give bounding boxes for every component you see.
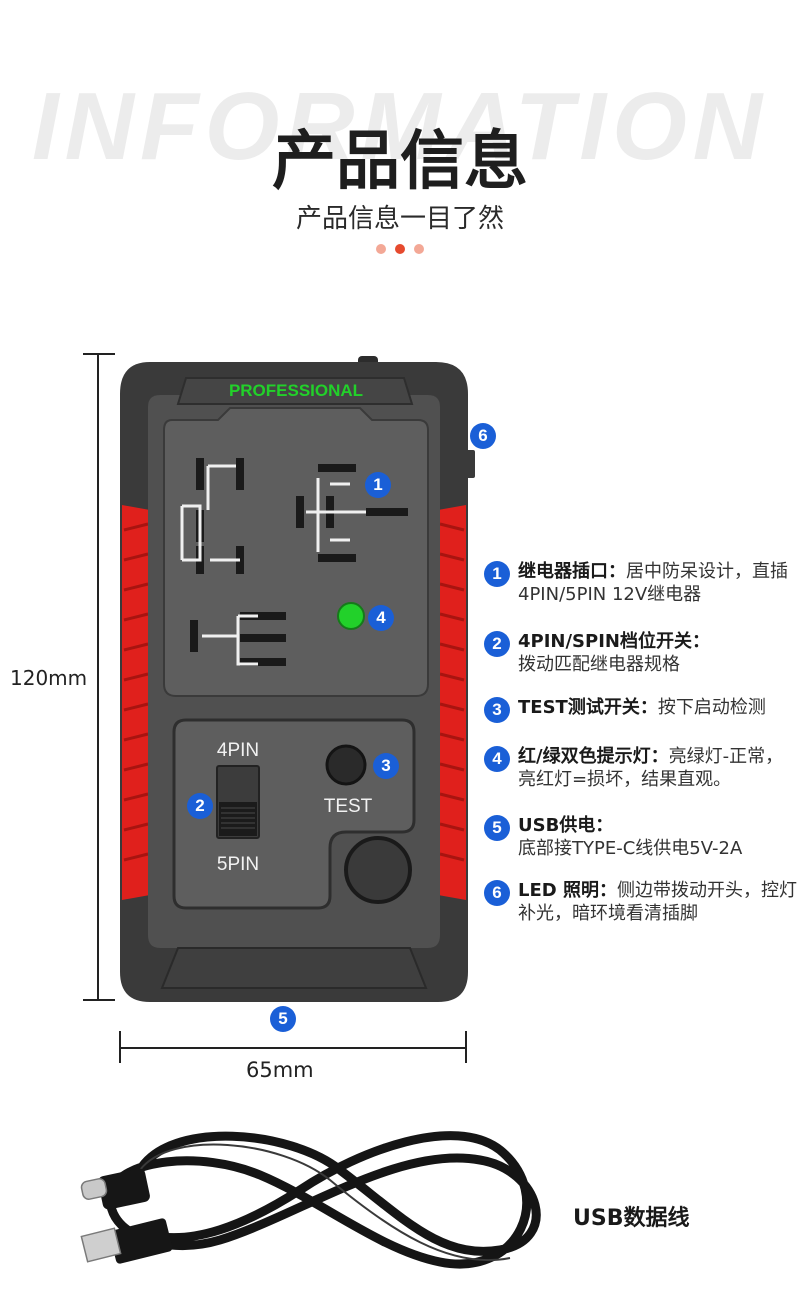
brand-strip bbox=[176, 377, 414, 405]
spec-desc: 底部接TYPE-C线供电5V-2A bbox=[518, 838, 743, 859]
right-red-grip bbox=[438, 505, 466, 900]
switch-bottom-label: 5PIN bbox=[217, 854, 259, 875]
housing-outer bbox=[120, 362, 468, 1002]
height-dimension-cap-bottom bbox=[83, 999, 115, 1001]
height-dimension-cap-top bbox=[83, 353, 115, 355]
spec-item-6: 6 LED 照明：侧边带拨动开头，控灯补光，暗环境看清插脚 bbox=[484, 879, 800, 925]
top-nub bbox=[358, 356, 378, 370]
spec-item-3: 3 TEST测试开关：按下启动检测 bbox=[484, 696, 800, 723]
usb-a-connector-housing bbox=[109, 1218, 173, 1264]
type-c-plug bbox=[80, 1178, 108, 1200]
width-dimension-label: 65mm bbox=[246, 1058, 314, 1082]
watermark-text: INFORMATION bbox=[31, 73, 769, 180]
width-dimension-cap-left bbox=[119, 1031, 121, 1063]
spec-title: USB供电： bbox=[518, 815, 614, 836]
callout-badge-1: 1 bbox=[365, 472, 391, 498]
switch-top-label: 4PIN bbox=[217, 740, 259, 761]
relay-socket-panel bbox=[163, 407, 429, 697]
page-title: 产品信息 bbox=[272, 125, 528, 199]
relay-socket-center bbox=[296, 464, 408, 562]
spec-desc: 侧边带拨动开头，控灯补光，暗环境看清插脚 bbox=[518, 880, 797, 924]
spec-desc: 亮绿灯-正常，亮红灯=损坏，结果直观。 bbox=[518, 746, 784, 790]
usb-cable-image bbox=[80, 1131, 541, 1269]
spec-item-4: 4 红/绿双色提示灯：亮绿灯-正常，亮红灯=损坏，结果直观。 bbox=[484, 745, 800, 791]
callout-badge-4: 4 bbox=[368, 605, 394, 631]
spec-title: 4PIN/SPIN档位开关： bbox=[518, 631, 710, 652]
callout-badge-6: 6 bbox=[470, 423, 496, 449]
brand-label: PROFESSIONAL bbox=[229, 381, 363, 400]
callout-badge-2: 2 bbox=[187, 793, 213, 819]
height-dimension-label: 120mm bbox=[10, 666, 88, 690]
relay-socket-bottom bbox=[190, 612, 286, 666]
type-c-connector-housing bbox=[98, 1168, 150, 1210]
power-button[interactable] bbox=[344, 836, 412, 904]
spec-title: 红/绿双色提示灯： bbox=[518, 746, 669, 767]
spec-title: 继电器插口： bbox=[518, 561, 626, 582]
spec-badge: 5 bbox=[484, 815, 510, 841]
spec-desc: 按下启动检测 bbox=[657, 697, 766, 718]
spec-badge: 6 bbox=[484, 880, 510, 906]
height-dimension-line bbox=[97, 353, 99, 1001]
status-led bbox=[337, 602, 365, 630]
test-label: TEST bbox=[324, 796, 373, 817]
spec-badge: 2 bbox=[484, 631, 510, 657]
decorative-dots bbox=[376, 244, 424, 256]
page-subtitle: 产品信息一目了然 bbox=[295, 204, 504, 234]
callout-badge-3: 3 bbox=[373, 753, 399, 779]
test-button[interactable] bbox=[325, 744, 367, 786]
spec-badge: 3 bbox=[484, 697, 510, 723]
width-dimension-cap-right bbox=[465, 1031, 467, 1063]
relay-socket-left bbox=[180, 458, 244, 574]
spec-badge: 1 bbox=[484, 561, 510, 587]
callout-badge-5: 5 bbox=[270, 1006, 296, 1032]
left-red-grip bbox=[122, 505, 150, 900]
spec-desc: 拨动匹配继电器规格 bbox=[518, 654, 680, 675]
pin-selector-switch[interactable] bbox=[219, 802, 257, 836]
spec-item-2: 2 4PIN/SPIN档位开关：拨动匹配继电器规格 bbox=[484, 630, 800, 676]
spec-item-5: 5 USB供电：底部接TYPE-C线供电5V-2A bbox=[484, 814, 800, 860]
spec-desc: 居中防呆设计，直插4PIN/5PIN 12V继电器 bbox=[518, 561, 788, 605]
led-slide-switch bbox=[465, 450, 475, 478]
usb-a-plug bbox=[80, 1227, 122, 1263]
usb-cable-label: USB数据线 bbox=[573, 1206, 690, 1231]
width-dimension-line bbox=[120, 1047, 466, 1049]
spec-badge: 4 bbox=[484, 746, 510, 772]
bottom-band bbox=[160, 947, 428, 989]
spec-item-1: 1 继电器插口：居中防呆设计，直插4PIN/5PIN 12V继电器 bbox=[484, 560, 800, 606]
spec-title: TEST测试开关： bbox=[518, 697, 658, 718]
dot-right bbox=[414, 244, 424, 254]
dot-left bbox=[376, 244, 386, 254]
dot-middle bbox=[395, 244, 405, 254]
spec-title: LED 照明： bbox=[518, 880, 617, 901]
